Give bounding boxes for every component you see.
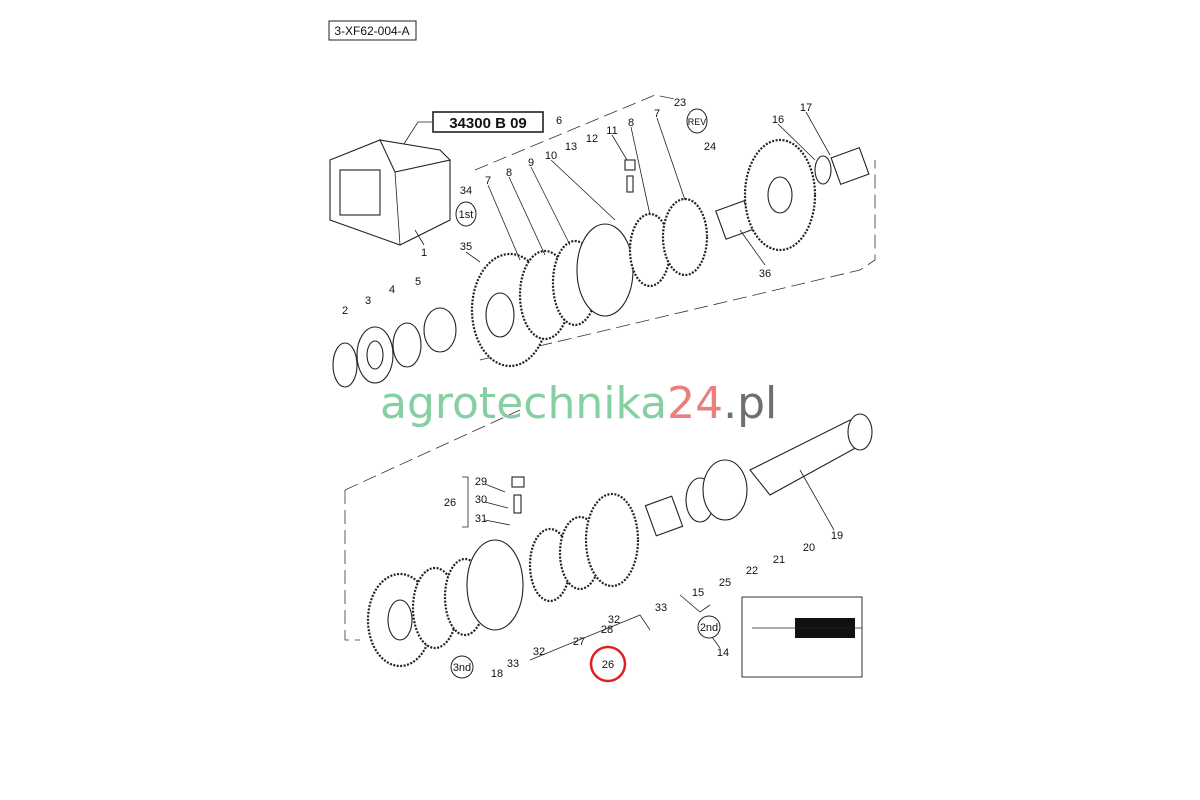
gearbox-housing bbox=[329, 139, 452, 246]
upper-shaft-assembly bbox=[332, 138, 870, 388]
upper-assembly-frame bbox=[474, 94, 681, 171]
callout: 27 bbox=[573, 636, 585, 648]
callout: 22 bbox=[746, 565, 758, 577]
callout: 3 bbox=[365, 295, 371, 307]
badge-third-gear: 3nd bbox=[450, 655, 474, 679]
highlighted-callout-26: 26 bbox=[589, 645, 627, 683]
watermark: agrotechnika24.pl bbox=[380, 378, 777, 429]
callout: 29 bbox=[475, 476, 487, 488]
callout: 11 bbox=[606, 125, 617, 137]
callout: 16 bbox=[772, 114, 784, 126]
callout: 8 bbox=[506, 167, 512, 179]
reference-code-box: 34300 B 09 bbox=[399, 111, 544, 151]
callout: 2 bbox=[342, 305, 348, 317]
svg-text:26: 26 bbox=[602, 659, 614, 671]
callout: 17 bbox=[800, 102, 812, 114]
svg-text:1st: 1st bbox=[459, 209, 474, 221]
callout: 34 bbox=[460, 185, 472, 197]
callout: 7 bbox=[485, 175, 491, 187]
badge-first-gear: 1st bbox=[455, 201, 477, 227]
callout: 30 bbox=[475, 494, 487, 506]
callout: 5 bbox=[415, 276, 421, 288]
callout: 4 bbox=[389, 284, 395, 296]
callout: 9 bbox=[528, 157, 534, 169]
callout: 7 bbox=[654, 108, 660, 120]
badge-second-gear: 2nd bbox=[697, 615, 721, 639]
callout: 10 bbox=[545, 150, 557, 162]
svg-text:REV: REV bbox=[688, 117, 707, 127]
callout: 28 bbox=[601, 624, 613, 636]
lower-shaft-assembly bbox=[366, 413, 873, 668]
callout: 33 bbox=[507, 658, 519, 670]
callout-leaders bbox=[462, 111, 835, 661]
callout: 33 bbox=[655, 602, 667, 614]
callout: 1 bbox=[421, 247, 427, 259]
callout: 36 bbox=[759, 268, 771, 280]
callout: 14 bbox=[717, 647, 729, 659]
callout: 23 bbox=[674, 97, 686, 109]
callout: 24 bbox=[704, 141, 716, 153]
reference-code: 34300 B 09 bbox=[449, 115, 527, 132]
callout: 8 bbox=[628, 117, 634, 129]
callout: 18 bbox=[491, 668, 503, 680]
upper-callout-labels: 1 2 3 4 5 6 7 8 9 10 11 12 13 8 7 23 24 … bbox=[342, 97, 812, 317]
callout: 25 bbox=[719, 577, 731, 589]
badge-reverse: REV bbox=[686, 108, 708, 134]
callout: 35 bbox=[460, 241, 472, 253]
callout: 26 bbox=[444, 497, 456, 509]
callout: 21 bbox=[773, 554, 785, 566]
inset-gearbox-section bbox=[741, 596, 863, 678]
callout: 12 bbox=[586, 133, 598, 145]
callout: 20 bbox=[803, 542, 815, 554]
drawing-code: 3-XF62-004-A bbox=[334, 24, 409, 38]
callout: 32 bbox=[533, 646, 545, 658]
svg-text:3nd: 3nd bbox=[453, 662, 471, 674]
callout: 6 bbox=[556, 115, 562, 127]
callout: 19 bbox=[831, 530, 843, 542]
callout: 31 bbox=[475, 513, 487, 525]
drawing-code-box: 3-XF62-004-A bbox=[328, 20, 417, 41]
callout: 13 bbox=[565, 141, 577, 153]
svg-text:2nd: 2nd bbox=[700, 622, 718, 634]
callout: 15 bbox=[692, 587, 704, 599]
callout: 32 bbox=[608, 614, 620, 626]
lower-callout-labels: 29 30 31 26 19 20 21 22 25 15 33 32 28 2… bbox=[444, 476, 843, 680]
